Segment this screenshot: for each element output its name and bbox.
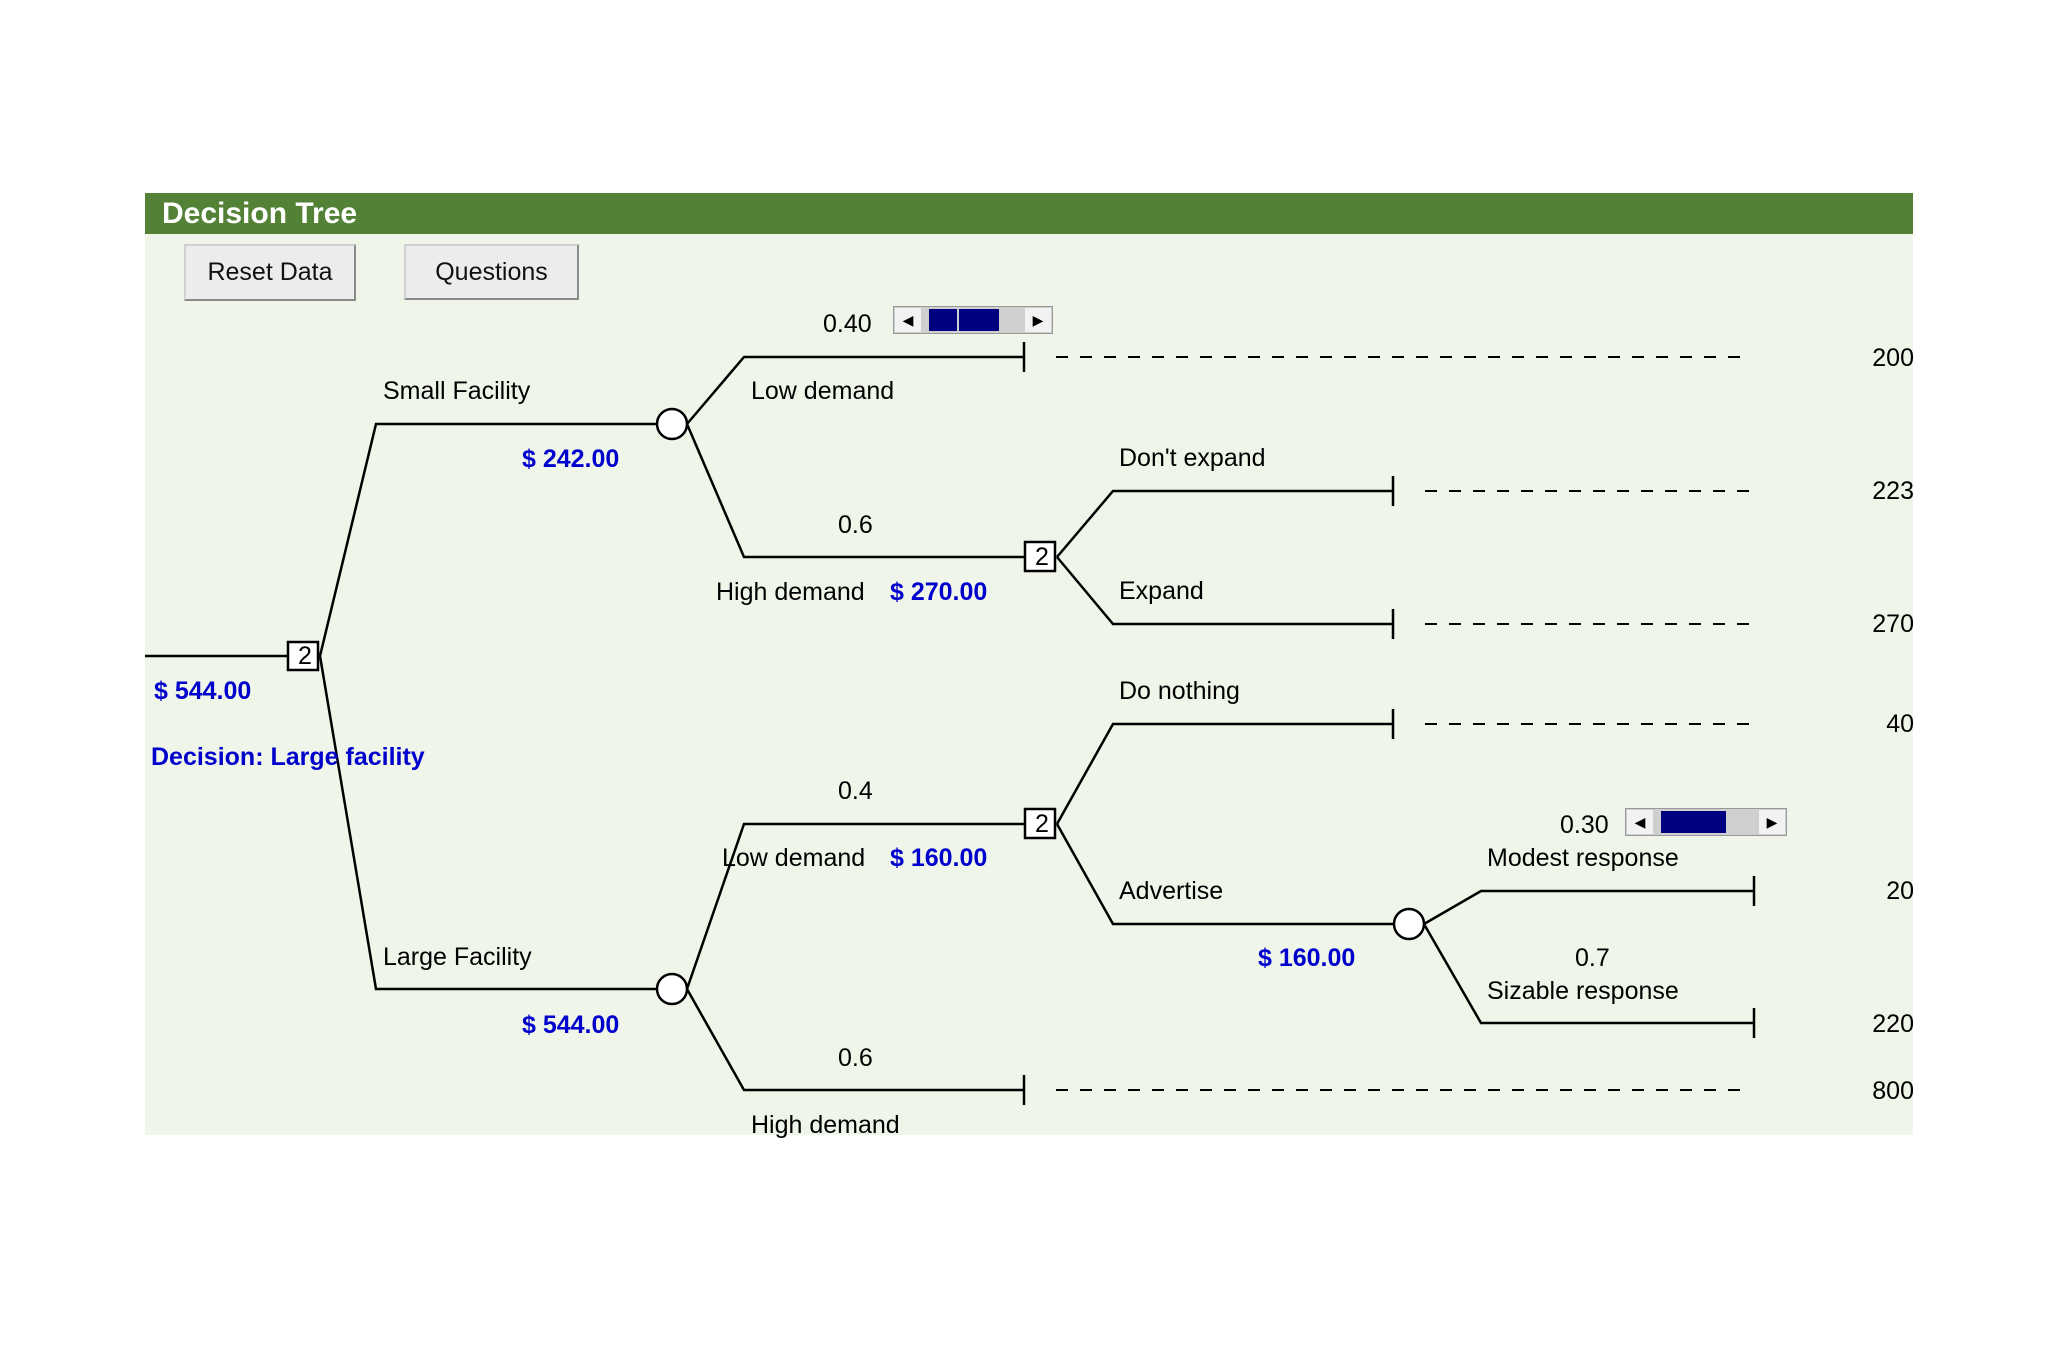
small-high-demand-prob: 0.6 (838, 511, 873, 539)
large-high-demand-label: High demand (751, 1111, 900, 1139)
root-expected-value: $ 544.00 (154, 677, 252, 705)
large-facility-value: $ 544.00 (522, 1011, 620, 1039)
small-high-demand-branch (685, 423, 1024, 559)
small-low-demand-probability-scrollbar[interactable]: ◀ ▶ (893, 306, 1053, 334)
small-high-demand-value: $ 270.00 (890, 578, 988, 606)
advertise-value: $ 160.00 (1258, 944, 1356, 972)
do-nothing-label: Do nothing (1119, 677, 1240, 705)
scroll-left-arrow-icon[interactable]: ◀ (895, 308, 921, 332)
large-low-node-label: 2 (1035, 810, 1049, 838)
payoff-sizable-response: 220 (1872, 1010, 1914, 1038)
small-facility-branch (318, 422, 672, 657)
large-high-demand-prob: 0.6 (838, 1044, 873, 1072)
dont-expand-branch (1056, 489, 1393, 558)
small-high-node-label: 2 (1035, 543, 1049, 571)
modest-response-probability-scrollbar[interactable]: ◀ ▶ (1625, 808, 1787, 836)
decision-text: Decision: Large facility (151, 743, 425, 771)
payoff-small-low: 200 (1872, 344, 1914, 372)
small-low-demand-branch (686, 355, 1024, 425)
sizable-response-branch (1422, 923, 1754, 1025)
large-high-demand-branch (685, 988, 1024, 1092)
large-low-demand-branch (685, 822, 1024, 990)
small-low-demand-prob: 0.40 (823, 310, 872, 338)
sizable-response-prob: 0.7 (1575, 944, 1610, 972)
advertise-branch (1055, 823, 1393, 926)
window-title: Decision Tree (162, 197, 358, 230)
modest-response-label: Modest response (1487, 844, 1679, 872)
large-facility-chance-node[interactable] (655, 972, 689, 1006)
scrollbar-track-block (929, 309, 957, 331)
large-low-demand-value: $ 160.00 (890, 844, 988, 872)
large-low-demand-label: Low demand (722, 844, 866, 872)
large-low-demand-prob: 0.4 (838, 777, 873, 805)
payoff-large-high: 800 (1872, 1077, 1914, 1105)
payoff-dont-expand: 223 (1872, 477, 1914, 505)
payoff-expand: 270 (1872, 610, 1914, 638)
root-node-label: 2 (298, 642, 312, 670)
sizable-response-label: Sizable response (1487, 977, 1679, 1005)
reset-data-button[interactable]: Reset Data (184, 244, 356, 301)
modest-response-branch (1423, 889, 1754, 926)
small-facility-chance-node[interactable] (655, 407, 689, 441)
small-low-demand-label: Low demand (751, 377, 895, 405)
small-high-demand-label: High demand (716, 578, 865, 606)
do-nothing-branch (1055, 722, 1393, 825)
payoff-modest-response: 20 (1886, 877, 1914, 905)
decision-tree-panel (145, 193, 1913, 1135)
dont-expand-label: Don't expand (1119, 444, 1266, 472)
scrollbar-thumb[interactable] (959, 309, 1000, 331)
large-facility-label: Large Facility (383, 943, 532, 971)
expand-branch (1056, 556, 1393, 626)
expand-label: Expand (1119, 577, 1204, 605)
scroll-right-arrow-icon[interactable]: ▶ (1025, 308, 1051, 332)
payoff-do-nothing: 40 (1886, 710, 1914, 738)
questions-button[interactable]: Questions (404, 244, 579, 300)
advertise-label: Advertise (1119, 877, 1224, 905)
modest-response-prob: 0.30 (1560, 811, 1609, 839)
scrollbar-track-block (1661, 811, 1681, 833)
small-high-demand-decision-node[interactable] (1023, 540, 1057, 573)
title-bar: Decision Tree (145, 193, 1913, 234)
large-low-demand-decision-node[interactable] (1023, 807, 1057, 840)
scroll-left-arrow-icon[interactable]: ◀ (1627, 810, 1653, 834)
root-decision-node[interactable] (286, 640, 320, 672)
scrollbar-thumb[interactable] (1680, 811, 1727, 833)
large-facility-branch (318, 655, 672, 991)
small-facility-label: Small Facility (383, 377, 531, 405)
small-facility-value: $ 242.00 (522, 445, 620, 473)
advertise-chance-node[interactable] (1392, 907, 1426, 941)
scroll-right-arrow-icon[interactable]: ▶ (1759, 810, 1785, 834)
